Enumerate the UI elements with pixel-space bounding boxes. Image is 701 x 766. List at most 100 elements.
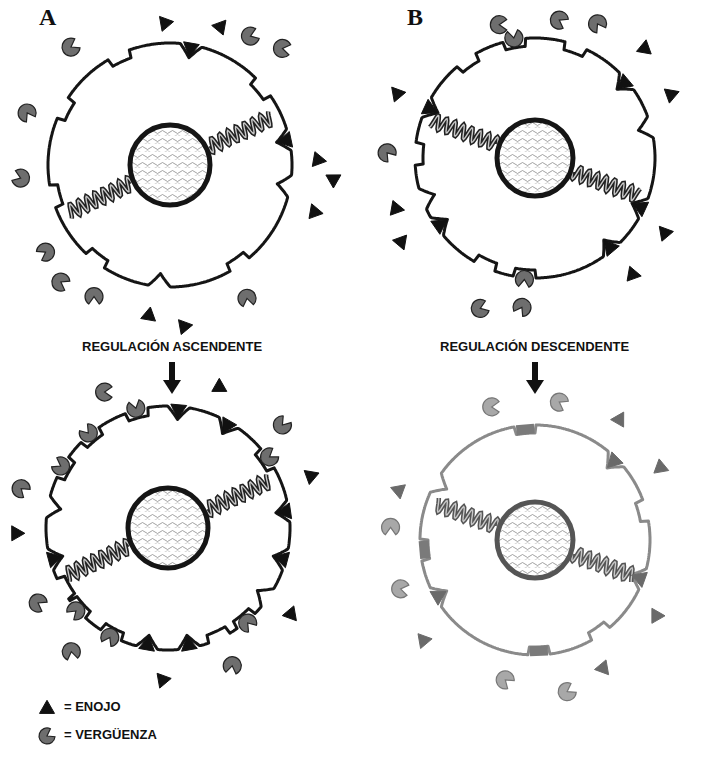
- shame-ligand: [483, 398, 499, 416]
- process-label: REGULACIÓN ASCENDENTE: [79, 340, 265, 355]
- shame-ligand: [242, 27, 260, 45]
- shame-ligand: [550, 393, 568, 411]
- anger-triangle: [304, 471, 319, 485]
- legend-swatch: [36, 725, 58, 747]
- spring: [572, 550, 633, 583]
- anger-triangle: [421, 99, 437, 114]
- anger-triangle: [139, 636, 155, 651]
- shame-ligand: [12, 169, 30, 187]
- shame-ligand: [52, 457, 70, 475]
- cell-membrane: [46, 406, 290, 650]
- spring: [438, 498, 499, 531]
- shame-ligand: [52, 273, 70, 291]
- spring: [208, 112, 270, 153]
- shame-ligand: [496, 671, 514, 689]
- spring: [70, 178, 132, 219]
- anger-triangle: [309, 204, 323, 219]
- cell-membrane: [48, 43, 292, 287]
- shame-ligand: [273, 416, 291, 434]
- anger-triangle: [659, 226, 673, 241]
- legend-swatch: [36, 697, 58, 719]
- shame-ligand: [62, 38, 80, 56]
- anger-triangle: [40, 700, 55, 713]
- spring: [208, 112, 270, 153]
- nucleus: [130, 125, 210, 205]
- spring: [430, 116, 499, 149]
- shame-ligand: [96, 383, 112, 401]
- bound-receptor: [530, 646, 548, 657]
- shame-ligand: [490, 16, 506, 34]
- bound-receptor: [419, 540, 431, 559]
- shame-ligand: [382, 518, 400, 534]
- spring: [572, 168, 641, 201]
- anger-triangle: [430, 591, 446, 605]
- anger-triangle: [141, 307, 156, 321]
- cell-membrane: [420, 425, 650, 655]
- shame-ligand: [127, 400, 145, 417]
- anger-triangle: [182, 636, 198, 651]
- anger-triangle: [277, 503, 292, 519]
- shame-ligand: [223, 657, 241, 674]
- shame-ligand: [274, 39, 291, 57]
- anger-triangle: [157, 673, 171, 688]
- panel-letter: A: [36, 4, 59, 32]
- shame-ligand: [39, 728, 55, 744]
- spring: [68, 541, 130, 582]
- nucleus: [128, 488, 208, 568]
- shame-ligand: [238, 289, 256, 306]
- legend-text: = ENOJO: [64, 700, 121, 715]
- shame-ligand: [239, 614, 257, 632]
- anger-triangle: [12, 526, 25, 541]
- anger-triangle: [393, 235, 407, 250]
- shame-ligand: [550, 11, 568, 29]
- down-arrow: [526, 362, 544, 394]
- shame-ligand: [29, 594, 47, 612]
- bound-receptor: [516, 424, 535, 436]
- anger-triangle: [652, 608, 665, 623]
- spring: [438, 498, 499, 531]
- spring: [206, 475, 268, 516]
- anger-triangle: [611, 412, 624, 427]
- anger-triangle: [595, 660, 609, 675]
- anger-triangle: [637, 40, 652, 54]
- shame-ligand: [378, 144, 396, 162]
- cell: [12, 16, 341, 334]
- shame-ligand: [515, 271, 533, 288]
- shame-ligand: [513, 298, 531, 316]
- anger-triangle: [654, 459, 669, 473]
- shame-ligand: [589, 15, 607, 33]
- cell: [378, 11, 679, 317]
- cell: [12, 378, 319, 688]
- shame-ligand: [471, 299, 489, 317]
- cell-membrane: [415, 38, 655, 278]
- anger-triangle: [633, 202, 649, 217]
- anger-triangle: [274, 552, 290, 567]
- spring: [68, 541, 130, 582]
- shame-ligand: [12, 480, 30, 498]
- anger-triangle: [618, 74, 634, 89]
- anger-triangle: [223, 417, 237, 433]
- shame-ligand: [101, 628, 119, 646]
- spring: [430, 116, 499, 149]
- anger-triangle: [179, 320, 193, 335]
- anger-triangle: [160, 16, 174, 31]
- anger-triangle: [212, 378, 227, 391]
- anger-triangle: [392, 87, 406, 102]
- anger-triangle: [171, 404, 187, 419]
- shame-ligand: [79, 424, 97, 442]
- anger-triangle: [604, 241, 619, 257]
- down-arrow: [163, 362, 181, 394]
- anger-triangle: [608, 452, 624, 468]
- shame-ligand: [392, 580, 409, 598]
- anger-triangle: [282, 606, 296, 621]
- shame-ligand: [62, 643, 80, 660]
- anger-triangle: [632, 572, 648, 587]
- anger-triangle: [312, 152, 326, 167]
- process-label: REGULACIÓN DESCENDENTE: [437, 340, 632, 355]
- anger-triangle: [277, 132, 292, 148]
- shame-ligand: [67, 602, 85, 620]
- anger-triangle: [184, 42, 200, 57]
- anger-triangle: [326, 175, 341, 188]
- shame-ligand: [18, 104, 36, 122]
